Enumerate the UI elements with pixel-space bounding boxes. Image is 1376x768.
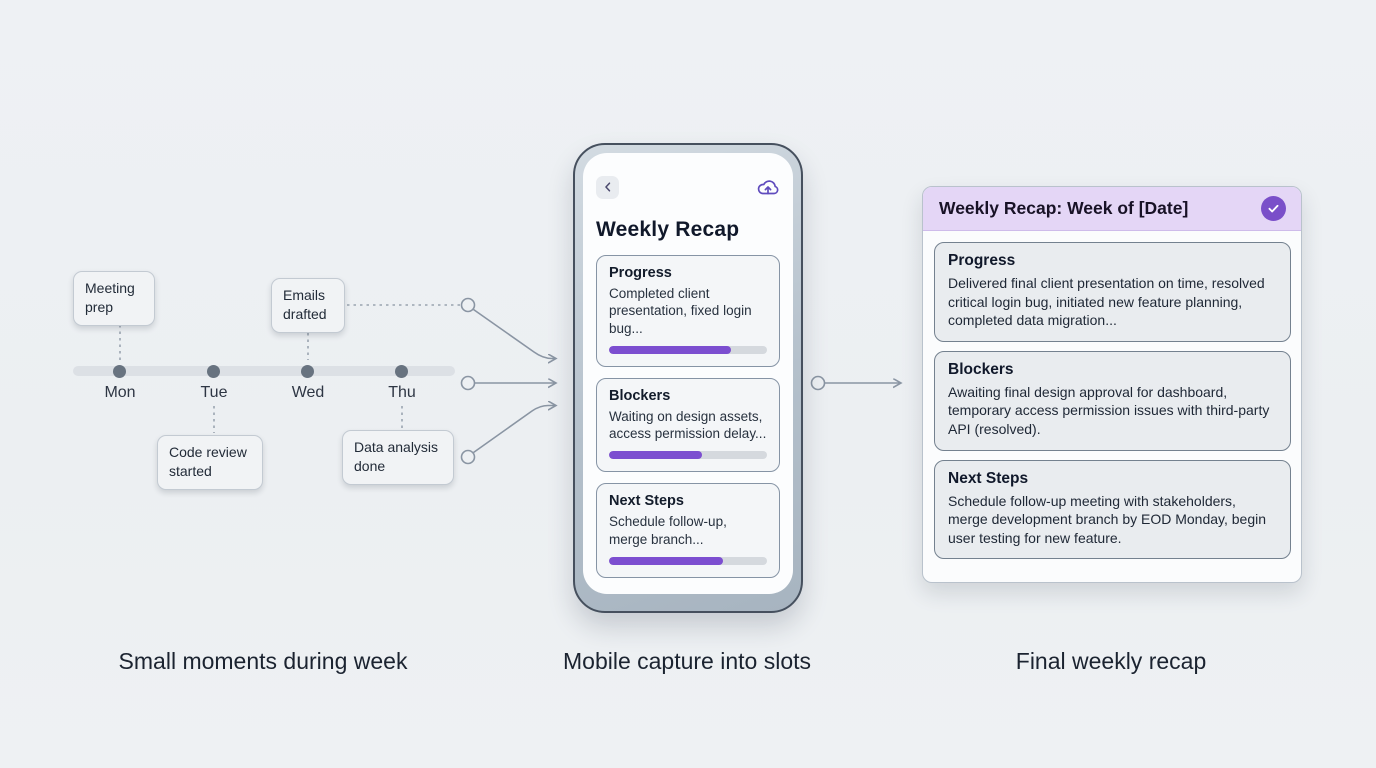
caption-mobile-capture: Mobile capture into slots: [562, 648, 812, 674]
slot-title: Progress: [609, 265, 672, 281]
event-card-emails-drafted: Emails drafted: [271, 278, 345, 333]
slot-title: Next Steps: [609, 493, 684, 510]
progress-track: [609, 556, 767, 565]
event-card-code-review: Code review started: [157, 435, 263, 490]
section-title: Next Steps: [948, 469, 1029, 487]
check-icon[interactable]: [1261, 196, 1286, 221]
timeline-bar: [73, 366, 455, 376]
weekly-recap-card: Weekly Recap: Week of [Date] Progress De…: [922, 186, 1302, 583]
recap-section-next-steps: Next Steps Schedule follow-up meeting wi…: [934, 459, 1291, 560]
recap-title: Weekly Recap: Week of [Date]: [939, 198, 1189, 218]
timeline-label-tue: Tue: [200, 384, 228, 401]
section-body: Awaiting final design approval for dashb…: [948, 383, 1270, 438]
progress-track: [609, 345, 767, 354]
slot-body: Completed client presentation, fixed log…: [609, 286, 752, 336]
event-card-meeting-prep: Meeting prep: [73, 271, 155, 326]
recap-section-blockers: Blockers Awaiting final design approval …: [934, 350, 1291, 451]
progress-fill: [609, 451, 703, 460]
section-title: Progress: [948, 252, 1016, 269]
timeline-dot-thu: [395, 365, 408, 378]
back-button[interactable]: [596, 175, 619, 199]
progress-fill: [609, 345, 731, 354]
phone-title: Weekly Recap: [596, 218, 740, 241]
cloud-upload-icon[interactable]: [755, 175, 780, 200]
timeline-label-mon: Mon: [104, 384, 136, 401]
phone-mockup: Weekly Recap Progress Completed client p…: [573, 143, 803, 613]
timeline-label-wed: Wed: [291, 384, 325, 401]
recap-body: Progress Delivered final client presenta…: [923, 231, 1301, 570]
slot-card-progress[interactable]: Progress Completed client presentation, …: [596, 255, 780, 367]
timeline-dot-tue: [207, 365, 220, 378]
progress-fill: [609, 556, 723, 565]
recap-header: Weekly Recap: Week of [Date]: [923, 187, 1301, 231]
section-body: Schedule follow-up meeting with stakehol…: [948, 492, 1267, 546]
event-card-data-analysis: Data analysis done: [342, 430, 454, 485]
slot-card-blockers[interactable]: Blockers Waiting on design assets, acces…: [596, 377, 780, 473]
slot-body: Schedule follow-up, merge branch...: [609, 514, 727, 547]
phone-screen: Weekly Recap Progress Completed client p…: [583, 153, 793, 594]
progress-track: [609, 451, 767, 460]
caption-final-recap: Final weekly recap: [1015, 648, 1207, 674]
caption-small-moments: Small moments during week: [118, 648, 408, 674]
recap-section-progress: Progress Delivered final client presenta…: [934, 242, 1291, 342]
slot-body: Waiting on design assets, access permiss…: [609, 408, 767, 442]
phone-topbar: [596, 175, 780, 199]
chevron-left-icon: [604, 182, 610, 192]
timeline-label-thu: Thu: [388, 384, 416, 401]
section-title: Blockers: [948, 360, 1014, 378]
timeline-dot-mon: [113, 365, 126, 378]
slot-title: Blockers: [609, 387, 671, 404]
section-body: Delivered final client presentation on t…: [948, 275, 1265, 329]
slot-card-next-steps[interactable]: Next Steps Schedule follow-up, merge bra…: [596, 483, 780, 578]
timeline-dot-wed: [301, 365, 314, 378]
